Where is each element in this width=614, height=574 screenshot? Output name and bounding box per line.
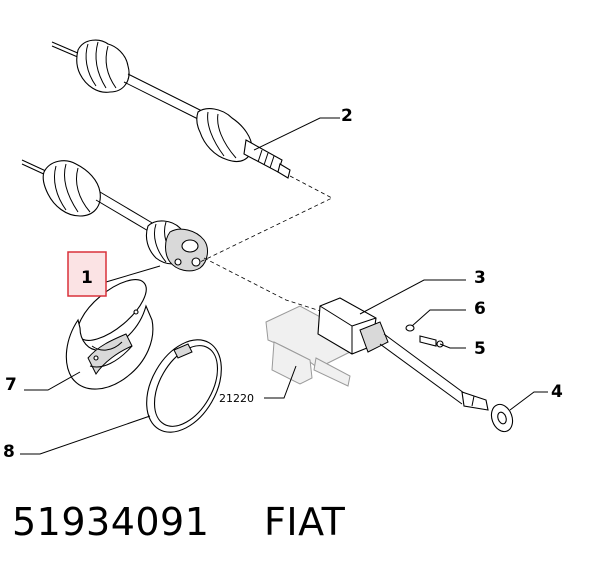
lower-drive-shaft bbox=[21, 159, 208, 272]
background-bracket bbox=[265, 305, 353, 387]
small-fasteners bbox=[405, 324, 444, 348]
callout-1-highlight bbox=[67, 251, 107, 297]
callout-2: 2 bbox=[341, 106, 353, 126]
brand-name: FIAT bbox=[264, 500, 346, 544]
callout-3: 3 bbox=[474, 268, 486, 288]
leader-lines bbox=[20, 117, 548, 455]
part-caption: 51934091 FIAT bbox=[12, 500, 345, 544]
intermediate-shaft bbox=[317, 297, 489, 411]
callout-6: 6 bbox=[474, 299, 486, 319]
callout-7: 7 bbox=[5, 375, 17, 395]
callout-1: 1 bbox=[81, 268, 93, 288]
clamp-ring bbox=[146, 339, 222, 433]
washer bbox=[490, 403, 514, 433]
upper-drive-shaft bbox=[51, 39, 291, 179]
callout-5: 5 bbox=[474, 339, 486, 359]
callout-ref-21220: 21220 bbox=[219, 392, 254, 405]
bellows-boot bbox=[65, 279, 154, 390]
callout-8: 8 bbox=[3, 442, 15, 462]
callout-4: 4 bbox=[551, 382, 563, 402]
part-number: 51934091 bbox=[12, 500, 210, 544]
